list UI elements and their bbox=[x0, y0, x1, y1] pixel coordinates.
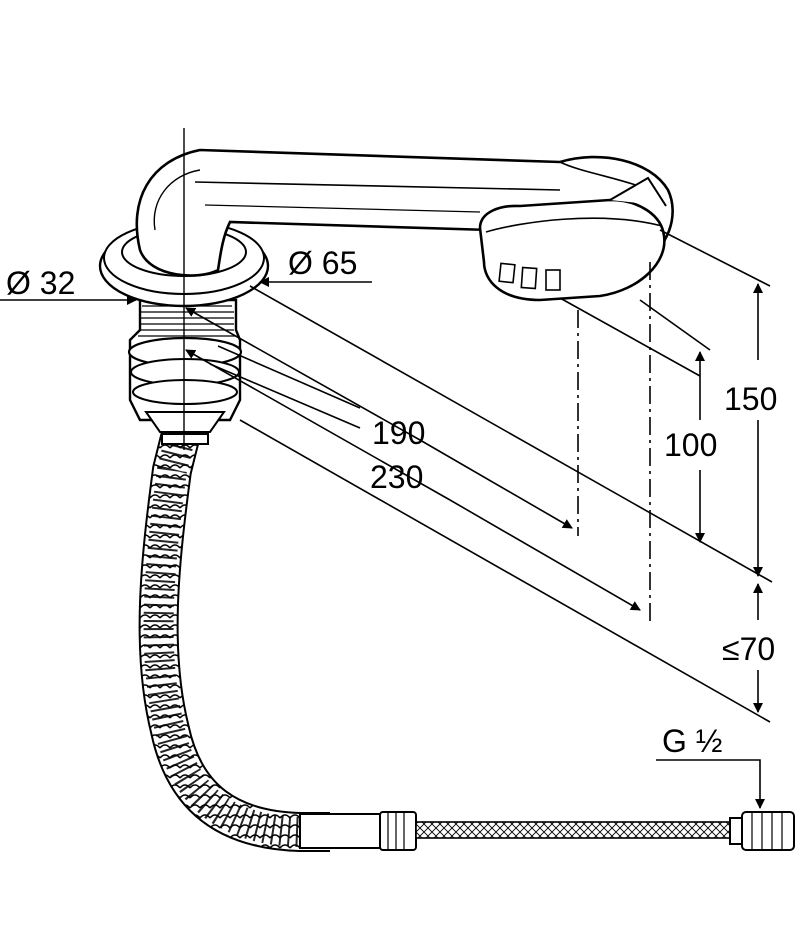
length-230-label: 230 bbox=[370, 459, 423, 495]
diameter-32-label: Ø 32 bbox=[6, 265, 75, 301]
thread-g-half-label: G ½ bbox=[662, 723, 722, 759]
dimension-lines bbox=[0, 229, 773, 809]
diameter-65-label: Ø 65 bbox=[288, 245, 357, 281]
height-150-label: 150 bbox=[724, 381, 777, 417]
height-max-70-label: ≤70 bbox=[722, 631, 775, 667]
height-100-label: 100 bbox=[664, 427, 717, 463]
flexible-hose bbox=[138, 425, 330, 852]
shower-head bbox=[478, 176, 667, 302]
threaded-shank bbox=[127, 298, 243, 445]
spout-arm bbox=[135, 148, 674, 277]
hose-fittings bbox=[299, 811, 795, 851]
length-190-label: 190 bbox=[372, 415, 425, 451]
